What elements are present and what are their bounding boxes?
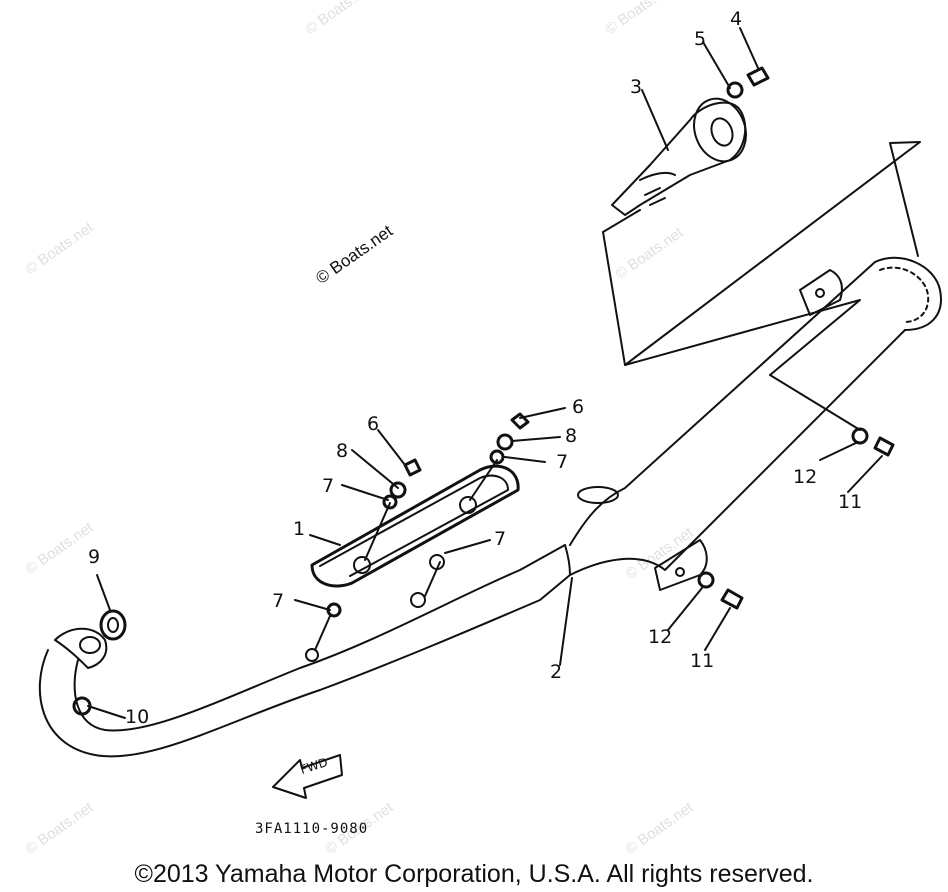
callout-7: 7 (322, 475, 335, 497)
washer-8-left (389, 481, 407, 499)
muffler-body-top (569, 261, 876, 546)
washer-7-right (489, 449, 505, 465)
callout-8-right: 8 (565, 425, 578, 447)
assembly-outline (602, 141, 921, 376)
bolt-11-lower (720, 588, 744, 610)
washer-12-lower (697, 571, 715, 589)
callout-6-right: 6 (572, 396, 585, 418)
washer-5 (726, 81, 744, 99)
exhaust-pipe-outer-edge (38, 574, 571, 758)
diagram-code: 3FA1110-9080 (255, 821, 369, 837)
callout-3: 3 (630, 76, 643, 98)
callout-7: 7 (494, 528, 507, 550)
fwd-arrow (272, 754, 343, 799)
washer-8-right (496, 433, 514, 451)
callout-10: 10 (125, 706, 150, 728)
muffler-end (874, 256, 942, 331)
spark-arrester (611, 101, 747, 216)
callout-6-left: 6 (367, 413, 380, 435)
bolt-6-right (510, 412, 530, 430)
callout-9: 9 (88, 546, 101, 568)
callout-5: 5 (694, 28, 707, 50)
bolt-11-upper (873, 436, 895, 457)
copyright-notice: ©2013 Yamaha Motor Corporation, U.S.A. A… (134, 860, 814, 888)
bolt-6-left (403, 458, 422, 477)
callout-7: 7 (556, 451, 569, 473)
callout-7: 7 (272, 590, 285, 612)
callout-12-upper: 12 (793, 466, 818, 488)
gasket-9 (99, 609, 127, 641)
washer-12-upper (851, 427, 869, 445)
callout-1: 1 (293, 518, 306, 540)
callout-4: 4 (730, 8, 743, 30)
heat-protector (310, 464, 520, 588)
rear-bracket (799, 269, 843, 316)
callout-11-upper: 11 (838, 491, 863, 513)
exhaust-pipe-inner-edge (73, 544, 566, 732)
washer-7-left (382, 494, 398, 510)
header-flange (54, 627, 108, 669)
callout-2: 2 (550, 661, 563, 683)
muffler-body-bottom (569, 329, 906, 576)
callout-8-left: 8 (336, 440, 349, 462)
bolt-4 (746, 66, 770, 87)
callout-11-lower: 11 (690, 650, 715, 672)
callout-12-lower: 12 (648, 626, 673, 648)
